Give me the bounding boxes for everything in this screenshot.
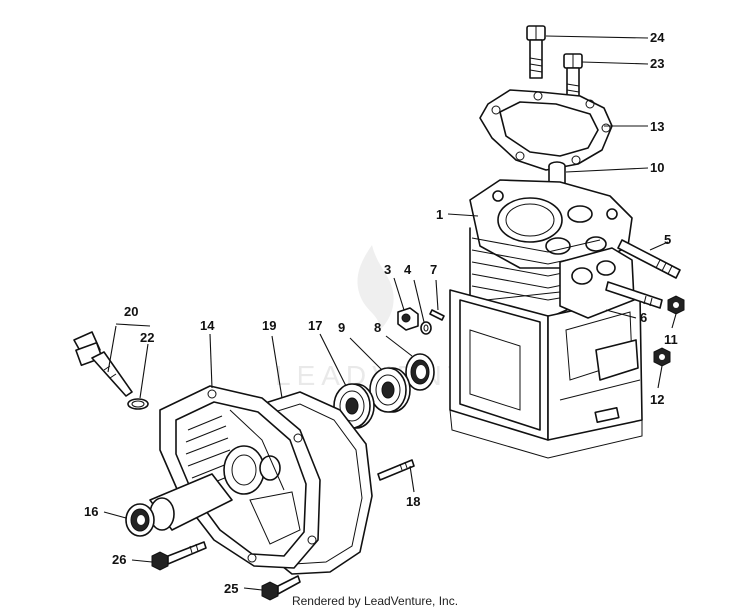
callout-19: 19 <box>262 318 276 333</box>
bearing-17 <box>333 383 375 429</box>
nut-11 <box>667 295 685 315</box>
callout-10: 10 <box>650 160 664 175</box>
callout-6: 6 <box>640 310 647 325</box>
leader-lines <box>103 35 677 591</box>
bearing-9 <box>369 367 411 413</box>
callout-14: 14 <box>200 318 215 333</box>
callout-4: 4 <box>404 262 412 277</box>
callout-26: 26 <box>112 552 126 567</box>
bolt-23 <box>563 53 583 103</box>
callout-8: 8 <box>374 320 381 335</box>
callout-12: 12 <box>650 392 664 407</box>
pin-7 <box>429 309 445 321</box>
crankcase-cover-14 <box>149 385 321 569</box>
oil-seal-8 <box>405 353 435 391</box>
callout-5: 5 <box>664 232 671 247</box>
nut-12 <box>653 347 671 367</box>
callout-23: 23 <box>650 56 664 71</box>
oil-seal-16 <box>125 503 155 537</box>
plug-3 <box>397 307 419 331</box>
cylinder-block-1 <box>449 179 643 459</box>
dipstick-20 <box>73 331 133 397</box>
callout-20: 20 <box>124 304 138 319</box>
callout-11: 11 <box>664 332 678 347</box>
callout-24: 24 <box>650 30 665 45</box>
o-ring-22 <box>127 398 149 410</box>
callout-numbers: 24 23 13 10 1 5 3 4 7 6 11 12 8 9 17 19 … <box>84 30 678 596</box>
bolt-26 <box>151 541 207 571</box>
callout-17: 17 <box>308 318 322 333</box>
stud-5 <box>617 239 681 279</box>
bolt-25 <box>261 575 301 601</box>
stud-6 <box>605 281 663 309</box>
callout-3: 3 <box>384 262 391 277</box>
footer-credit: Rendered by LeadVenture, Inc. <box>291 594 459 608</box>
stud-18 <box>377 459 415 481</box>
flame-logo-icon <box>357 245 394 330</box>
callout-22: 22 <box>140 330 154 345</box>
callout-9: 9 <box>338 320 345 335</box>
callout-25: 25 <box>224 581 238 596</box>
washer-4 <box>420 321 432 335</box>
bolt-24 <box>526 25 546 79</box>
callout-16: 16 <box>84 504 98 519</box>
head-gasket-13 <box>479 89 613 171</box>
callout-1: 1 <box>436 207 443 222</box>
callout-13: 13 <box>650 119 664 134</box>
callout-7: 7 <box>430 262 437 277</box>
callout-18: 18 <box>406 494 420 509</box>
